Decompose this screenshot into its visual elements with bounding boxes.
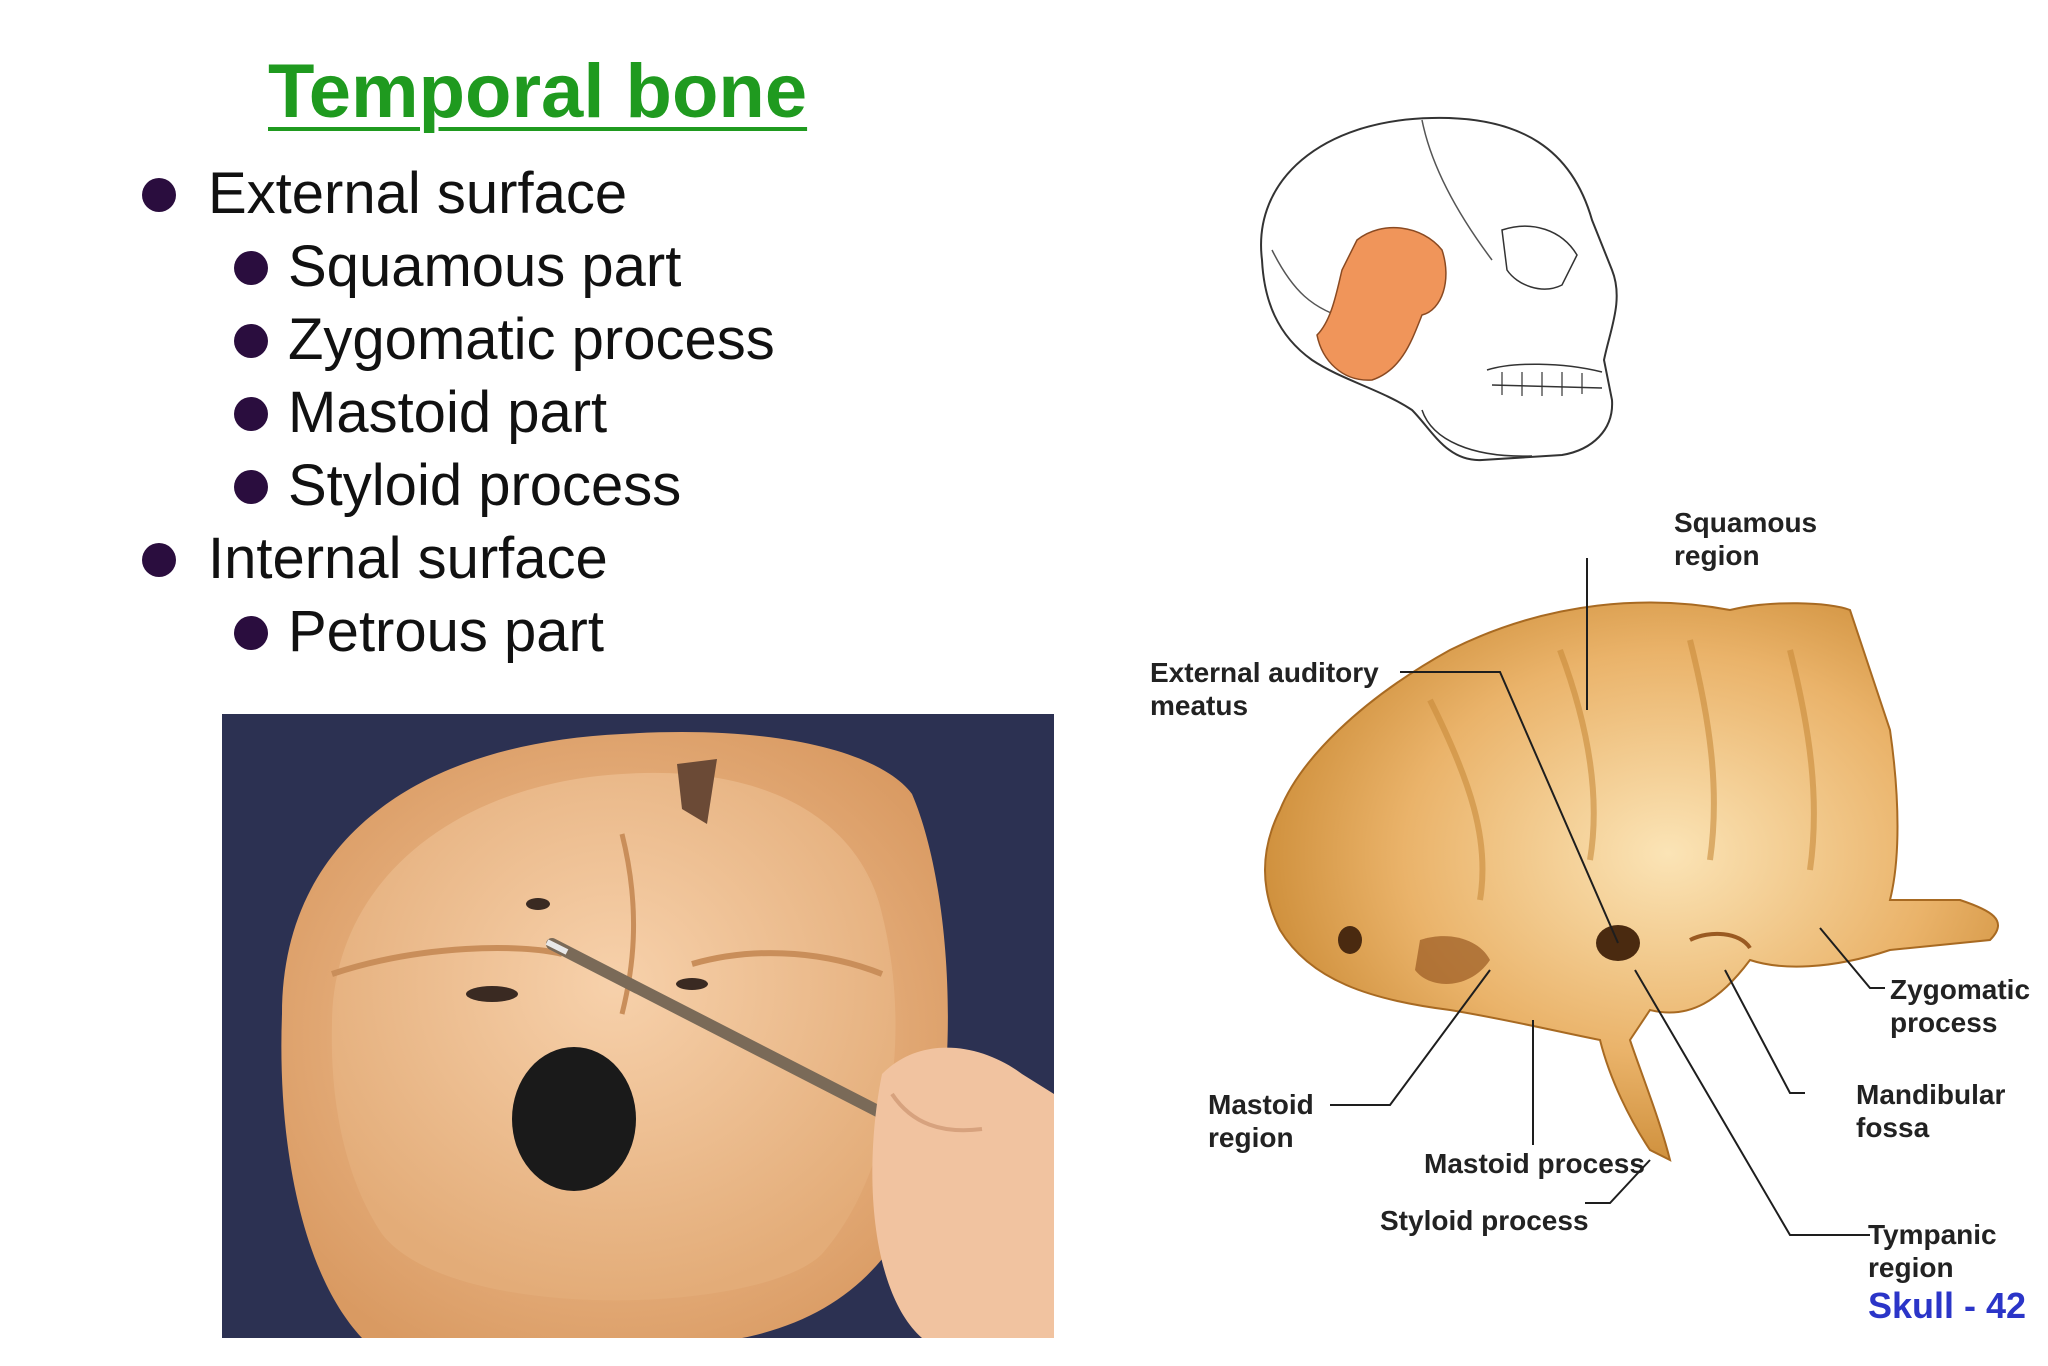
bullet-dot-icon xyxy=(142,178,176,212)
label-mandibular-fossa: Mandibular fossa xyxy=(1856,1079,2006,1143)
bullet-dot-icon xyxy=(142,543,176,577)
label-mastoid-region: Mastoid region xyxy=(1208,1089,1314,1153)
bullet-dot-icon xyxy=(234,470,268,504)
bullet-styloid-process: Styloid process xyxy=(234,452,681,519)
bullet-dot-icon xyxy=(234,397,268,431)
skull-base-photo xyxy=(222,714,1054,1338)
label-tympanic-region: Tympanic region xyxy=(1868,1219,1997,1283)
bullet-external-surface: External surface xyxy=(142,160,627,227)
bullet-dot-icon xyxy=(234,616,268,650)
bullet-petrous-part: Petrous part xyxy=(234,598,604,665)
bullet-zygomatic-process: Zygomatic process xyxy=(234,306,775,373)
slide-title: Temporal bone xyxy=(268,49,808,134)
slide-footer: Skull - 42 xyxy=(1867,1285,2026,1326)
label-styloid-process: Styloid process xyxy=(1380,1205,1589,1236)
label-external-auditory-meatus: External auditory meatus xyxy=(1150,657,1379,721)
bullet-internal-surface: Internal surface xyxy=(142,525,608,592)
temporal-bone-illustration xyxy=(1264,558,2000,1236)
bullet-mastoid-part: Mastoid part xyxy=(234,379,607,446)
label-squamous-region: Squamous region xyxy=(1674,507,1818,571)
temporal-bone-diagram: Squamous region External auditory meatus… xyxy=(1130,500,2030,1320)
bullet-squamous-part: Squamous part xyxy=(234,233,681,300)
label-zygomatic-process: Zygomatic process xyxy=(1890,974,2031,1038)
bullet-dot-icon xyxy=(234,251,268,285)
bullet-dot-icon xyxy=(234,324,268,358)
skull-lateral-sketch xyxy=(1260,116,1618,462)
skull-base-illustration xyxy=(222,714,1054,1338)
label-mastoid-process: Mastoid process xyxy=(1424,1148,1645,1179)
